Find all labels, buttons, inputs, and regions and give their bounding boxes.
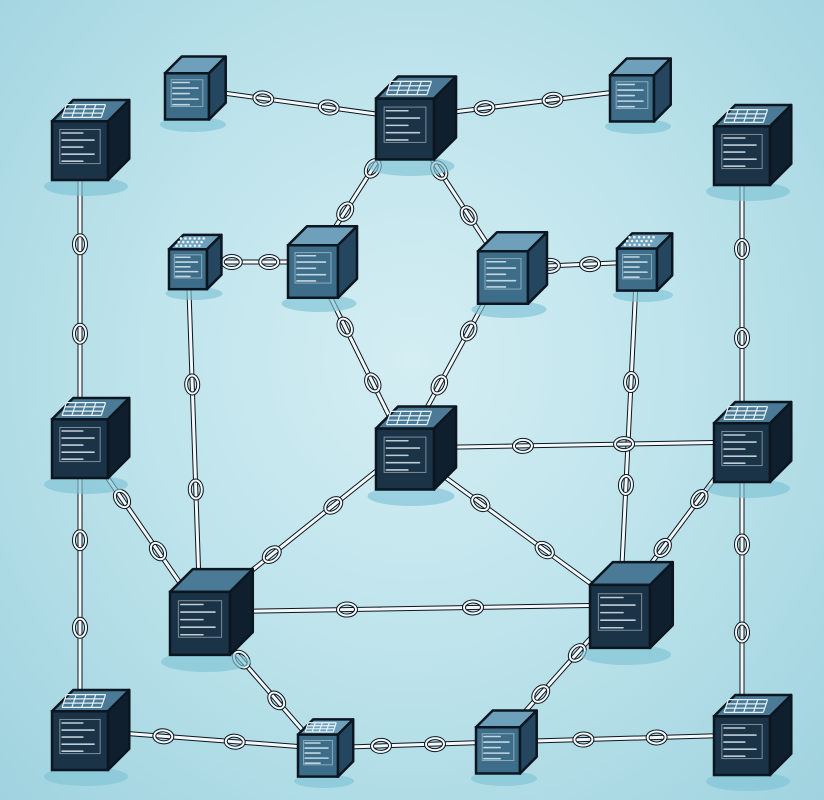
block-node-n6 — [165, 233, 223, 301]
grid-icon — [59, 402, 107, 463]
block-node-n5 — [706, 103, 793, 201]
chain-link — [184, 259, 204, 615]
chain-link — [402, 436, 745, 454]
block-node-n3 — [367, 75, 458, 176]
block-node-n4 — [605, 57, 672, 134]
block-node-n8 — [471, 231, 549, 319]
block-node-n11 — [367, 405, 458, 506]
grid-icon — [303, 722, 337, 766]
grid-icon — [721, 699, 769, 760]
chain-link — [495, 729, 745, 748]
grid-icon — [59, 694, 107, 755]
block-node-n1 — [44, 98, 131, 196]
lines-icon — [170, 79, 204, 108]
block-node-n2 — [160, 55, 227, 132]
block-node-n9 — [613, 232, 674, 302]
chain-link — [197, 599, 623, 618]
grid-icon — [383, 410, 433, 473]
lines-icon — [294, 252, 332, 284]
block-node-n13 — [161, 567, 255, 672]
grid-icon — [721, 109, 769, 170]
dots-icon — [173, 237, 206, 279]
block-node-n14 — [581, 560, 675, 665]
lines-icon — [481, 733, 515, 762]
grid-icon — [59, 104, 107, 165]
chain-link — [617, 259, 640, 608]
lines-icon — [597, 593, 643, 631]
block-node-n16 — [294, 718, 355, 788]
grid-icon — [383, 80, 433, 143]
lines-icon — [484, 258, 522, 290]
block-node-n7 — [281, 225, 359, 313]
block-node-n10 — [44, 396, 131, 495]
block-node-n18 — [706, 693, 793, 791]
chain-links — [72, 85, 750, 754]
block-node-n12 — [706, 400, 793, 499]
lines-icon — [177, 600, 223, 638]
block-node-n15 — [44, 688, 131, 786]
block-node-n17 — [471, 709, 538, 786]
lines-icon — [615, 81, 649, 110]
block-nodes — [44, 55, 793, 791]
grid-icon — [721, 406, 769, 467]
dots-icon — [622, 235, 655, 280]
